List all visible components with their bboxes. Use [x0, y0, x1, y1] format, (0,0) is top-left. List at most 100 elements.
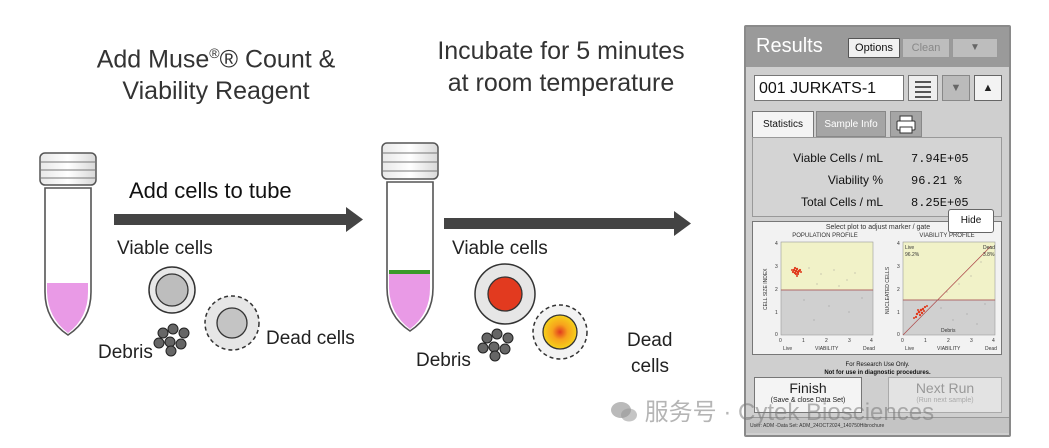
next-run-button[interactable]: Next Run (Run next sample): [888, 377, 1002, 413]
status-bar: User: ADM -Data Set: ADM_24OCT2024_14075…: [746, 417, 1009, 433]
watermark-text: 服务号 · Cytek Biosciences: [644, 399, 935, 426]
viability-profile-plot[interactable]: Live 96.2% Dead 3.8% Debris NUCLEATED CE…: [881, 240, 999, 352]
plot1-xtick: 2: [825, 338, 828, 344]
plot1-title: POPULATION PROFILE: [792, 233, 858, 239]
plot2-yticks: 4 3 2 1 0: [897, 241, 900, 338]
viable-cell-unstained: [148, 266, 196, 314]
tube-2-cell-band: [389, 270, 430, 274]
plot2-ytick: 2: [897, 287, 900, 293]
finish-label: Finish: [789, 380, 827, 396]
step1-heading-part2: ® Count &: [219, 45, 336, 74]
next-run-sublabel: (Run next sample): [916, 397, 974, 404]
sample-name-field[interactable]: 001 JURKATS-1: [754, 75, 904, 101]
sample-up-button[interactable]: ▲: [974, 75, 1002, 101]
debris-cluster-left: [153, 323, 190, 357]
plot2-xlabel: VIABILITY: [937, 346, 961, 352]
stat-label-total: Total Cells / mL: [800, 195, 883, 209]
plot2-xticks: 0 1 2 3 4: [901, 338, 995, 344]
plot2-dead-pct: 3.8%: [983, 252, 995, 258]
plot2-xtick: 1: [924, 338, 927, 344]
dead-cells-label-left: Dead cells: [266, 328, 355, 349]
tube-1-body: [44, 187, 92, 336]
plot1-yticks: 4 3 2 1 0: [775, 241, 778, 338]
tube-1: [39, 152, 97, 336]
ruo-line1: For Research Use Only.: [845, 362, 910, 368]
debris-label-left: Debris: [98, 342, 153, 363]
tube-2-liquid: [389, 274, 430, 329]
device-header: Results Options Clean ▼: [746, 27, 1009, 67]
arrow-label: Add cells to tube: [129, 178, 292, 203]
plot1-xlabel-right: Dead: [863, 346, 875, 352]
plot1-ytick: 3: [775, 264, 778, 270]
dead-cells-label-middle: Dead cells: [627, 328, 672, 380]
plot2-ytick: 0: [897, 332, 900, 338]
plot1-ytick: 2: [775, 287, 778, 293]
viable-cells-label-left: Viable cells: [117, 238, 213, 259]
plot2-live-label: Live: [905, 245, 914, 251]
watermark: 服务号 · Cytek Biosciences: [610, 392, 934, 427]
step2-heading-line1: Incubate for 5 minutes: [437, 37, 685, 65]
finish-button[interactable]: Finish (Save & close Data Set): [754, 377, 862, 413]
plot1-ytick: 0: [775, 332, 778, 338]
plot1-xtick: 1: [802, 338, 805, 344]
statistics-panel: Viable Cells / mL 7.94E+05 Viability % 9…: [752, 137, 1002, 217]
stat-value-total: 8.25E+05: [911, 196, 969, 210]
plot2-ytick: 3: [897, 264, 900, 270]
print-icon[interactable]: [890, 111, 922, 137]
plot2-xlabel-right: Dead: [985, 346, 997, 352]
list-icon[interactable]: [908, 75, 938, 101]
plot2-title: VIABILITY PROFILE: [919, 233, 975, 239]
options-button[interactable]: Options: [848, 38, 900, 58]
tab-sample-info[interactable]: Sample Info: [816, 111, 886, 137]
plot2-ylabel: NUCLEATED CELLS: [885, 266, 891, 314]
plot2-dead-label: Dead: [983, 245, 995, 251]
plot2-xtick: 2: [947, 338, 950, 344]
plot2-xtick: 4: [992, 338, 995, 344]
hide-button[interactable]: Hide: [948, 209, 994, 233]
plot2-ytick: 4: [897, 241, 900, 247]
viable-cells-label-middle: Viable cells: [452, 238, 548, 259]
wechat-icon: [610, 401, 638, 423]
dead-cell-unstained: [204, 295, 260, 351]
menu-dropdown-button[interactable]: ▼: [952, 38, 998, 58]
dead-cell-stained: [532, 304, 588, 360]
plot1-xtick: 0: [779, 338, 782, 344]
stat-label-viable: Viable Cells / mL: [793, 151, 883, 165]
clean-button[interactable]: Clean: [902, 38, 950, 58]
printer-glyph: [896, 115, 916, 134]
plot-caption: Select plot to adjust marker / gate: [825, 224, 931, 231]
tube-2: [381, 142, 439, 332]
step2-heading: Incubate for 5 minutes at room temperatu…: [405, 35, 717, 99]
arrow-2: [444, 211, 691, 236]
step2-heading-line2: at room temperature: [447, 69, 675, 97]
plot2-debris-label: Debris: [941, 328, 956, 334]
plot1-xlabel-left: Live: [783, 346, 792, 352]
process-illustration: [39, 142, 691, 362]
tube-1-liquid: [47, 283, 88, 333]
research-use-notice: For Research Use Only. Not for use in di…: [746, 361, 1009, 377]
dead-label-line1: Dead: [627, 330, 673, 351]
stat-value-viable: 7.94E+05: [911, 152, 969, 166]
plot1-xlabel: VIABILITY: [815, 346, 839, 352]
finish-sublabel: (Save & close Data Set): [770, 397, 846, 404]
plot2-xtick: 0: [901, 338, 904, 344]
arrow-1: [114, 207, 363, 232]
debris-label-middle: Debris: [416, 350, 471, 371]
plot2-live-pct: 96.2%: [905, 252, 920, 258]
ruo-line2: Not for use in diagnostic procedures.: [824, 370, 931, 376]
results-title: Results: [756, 35, 823, 57]
viable-cell-stained: [474, 263, 536, 325]
plot2-ytick: 1: [897, 310, 900, 316]
tab-statistics[interactable]: Statistics: [752, 111, 814, 137]
plot1-ytick: 1: [775, 310, 778, 316]
plot1-xtick: 3: [848, 338, 851, 344]
sample-down-button[interactable]: ▼: [942, 75, 970, 101]
plots-panel[interactable]: Select plot to adjust marker / gate POPU…: [752, 221, 1002, 355]
stat-value-viability: 96.21 %: [911, 174, 962, 188]
plot1-ytick: 4: [775, 241, 778, 247]
next-run-label: Next Run: [915, 380, 975, 396]
tube-2-body: [386, 181, 434, 332]
plot2-xtick: 3: [970, 338, 973, 344]
